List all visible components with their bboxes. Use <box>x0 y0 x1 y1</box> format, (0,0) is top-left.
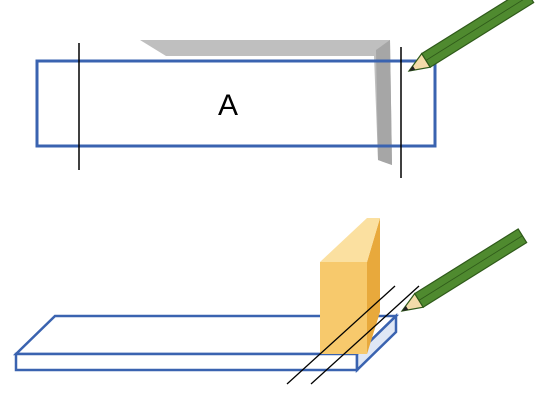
pencil-facet <box>425 0 530 61</box>
pencil-facet <box>418 235 523 301</box>
pencil-lead <box>409 65 416 71</box>
block-top-face <box>320 218 380 262</box>
try-square-icon <box>140 40 392 165</box>
bottom-view <box>12 218 528 385</box>
pencil-icon <box>407 0 535 72</box>
try-square-stock <box>376 40 392 165</box>
pencil-lead <box>402 305 409 311</box>
board-end-face <box>355 313 398 373</box>
block-front-face <box>320 262 367 354</box>
mark-line-1 <box>286 285 396 385</box>
top-view: A <box>35 0 535 178</box>
wood-block-icon <box>320 218 380 354</box>
board-label: A <box>218 89 238 122</box>
board-outline <box>35 59 437 148</box>
mark-line-2 <box>310 285 420 385</box>
block-side-face <box>367 218 380 354</box>
pencil-body <box>420 0 535 69</box>
pencil-icon <box>400 228 528 312</box>
try-square-blade <box>140 40 392 165</box>
